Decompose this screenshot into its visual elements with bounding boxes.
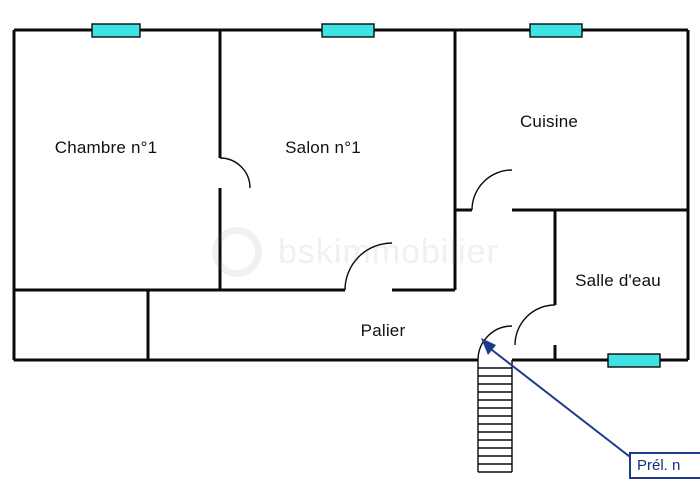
door-arc-chambre-salon: [219, 157, 251, 189]
room-label-palier: Palier: [360, 321, 406, 340]
window-top-cuisine: [529, 23, 583, 38]
callout-label: Prél. n: [637, 457, 681, 474]
window-top-chambre: [91, 23, 141, 38]
hatched-area-left: [13, 289, 149, 361]
callout-arrowhead: [481, 338, 496, 355]
window-bottom-salle-deau: [607, 353, 661, 368]
door-arc-cuisine: [471, 169, 513, 211]
room-label-salle-deau: Salle d'eau: [575, 271, 661, 290]
room-label-cuisine: Cuisine: [519, 112, 579, 131]
interior-walls: [14, 30, 688, 360]
window-top-salon: [321, 23, 375, 38]
callout-label-box: Prél. n: [629, 452, 700, 479]
door-arc-stairs: [477, 325, 513, 361]
door-arc-salle-deau: [514, 304, 556, 346]
exterior-walls: [12, 28, 690, 362]
door-arc-salon-palier: [344, 242, 393, 291]
callout-line: [491, 349, 635, 461]
room-label-chambre1: Chambre n°1: [54, 138, 158, 157]
stairs-treads: [478, 367, 512, 465]
room-label-salon1: Salon n°1: [285, 138, 361, 157]
